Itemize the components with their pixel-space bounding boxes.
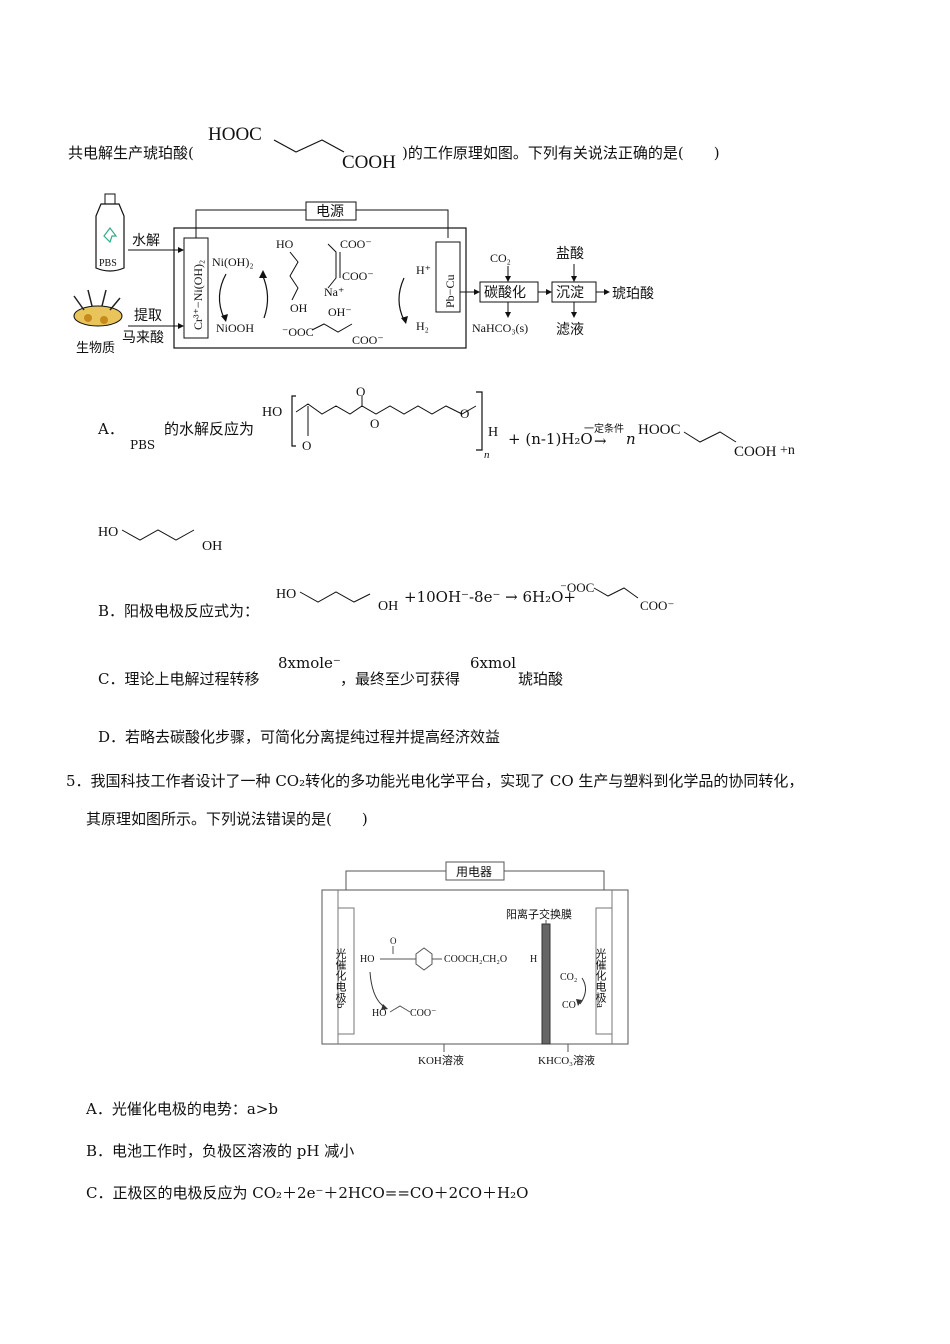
svg-text:COO⁻: COO⁻ (342, 269, 374, 283)
svg-text:n: n (484, 449, 490, 460)
svg-text:HO: HO (262, 405, 282, 420)
option-d: D．若略去碳酸化步骤，可简化分离提纯过程并提高经济效益 (98, 728, 501, 746)
svg-text:Ni(OH)₂: Ni(OH)₂ (212, 255, 254, 269)
svg-text:COOH: COOH (734, 444, 777, 460)
option-c-end: 琥珀酸 (518, 670, 564, 688)
svg-text:⁻OOC: ⁻OOC (282, 325, 314, 339)
svg-text:O: O (390, 936, 397, 946)
svg-text:阳离子交换膜: 阳离子交换膜 (506, 907, 572, 921)
svg-text:COO⁻: COO⁻ (410, 1008, 436, 1019)
q5-option-a: A．光催化电极的电势：a>b (86, 1100, 278, 1118)
option-a-label: A． (98, 420, 124, 438)
svg-text:O: O (302, 438, 311, 453)
svg-text:CO₂: CO₂ (490, 251, 511, 265)
svg-text:HO: HO (98, 525, 118, 540)
option-c-amount-electrons: 8xmole⁻ (278, 654, 341, 672)
svg-text:COOCH₂CH₂O: COOCH₂CH₂O (444, 954, 507, 965)
svg-text:OH: OH (378, 599, 398, 614)
svg-text:COO⁻: COO⁻ (340, 237, 372, 251)
option-a-butanediol: HO OH (98, 525, 222, 554)
svg-text:HO: HO (276, 237, 294, 251)
svg-text:沉淀: 沉淀 (556, 285, 584, 301)
svg-text:NiOOH: NiOOH (216, 321, 254, 335)
option-a-arrow: → (594, 432, 607, 450)
svg-text:O: O (370, 416, 379, 431)
svg-text:Pb−Cu: Pb−Cu (443, 275, 457, 308)
svg-text:OH⁻: OH⁻ (328, 305, 352, 319)
svg-text:用电器: 用电器 (456, 865, 492, 879)
svg-text:CO: CO (562, 1000, 576, 1011)
svg-text:CO₂: CO₂ (560, 972, 577, 983)
svg-text:HO: HO (360, 954, 374, 965)
svg-text:COOH: COOH (342, 152, 396, 173)
option-a-text: 的水解反应为 (164, 420, 255, 438)
svg-text:滤液: 滤液 (556, 322, 584, 338)
pbs-bottle-icon: PBS (95, 193, 125, 272)
svg-text:COO⁻: COO⁻ (352, 333, 384, 347)
option-a-water: + (n-1)H₂O (508, 430, 593, 448)
svg-text:琥珀酸: 琥珀酸 (612, 286, 654, 302)
svg-text:HO: HO (372, 1008, 386, 1019)
svg-text:H: H (488, 425, 498, 440)
option-b-succinate: ⁻OOC COO⁻ (560, 580, 674, 613)
svg-text:KOH溶液: KOH溶液 (418, 1053, 464, 1067)
svg-text:O: O (460, 406, 469, 421)
q5-option-c: C．正极区的电极反应为 CO₂＋2e⁻＋2HCO==CO＋2CO＋H₂O (86, 1184, 529, 1202)
svg-text:COO⁻: COO⁻ (640, 598, 674, 613)
svg-text:生物质: 生物质 (76, 340, 115, 355)
svg-text:电源: 电源 (316, 204, 344, 220)
svg-text:马来酸: 马来酸 (122, 330, 164, 346)
svg-text:HOOC: HOOC (638, 422, 681, 438)
q5-line2: 其原理如图所示。下列说法错误的是( ) (86, 810, 368, 828)
photoelectrochem-diagram: 用电器 阳离子交换膜 光催化电极b 光催化电极a HO O COOCH₂CH₂O… (321, 861, 629, 1067)
svg-text:HOOC: HOOC (208, 124, 262, 145)
svg-text:⁻OOC: ⁻OOC (560, 580, 594, 595)
svg-text:OH: OH (202, 539, 222, 554)
intro-prefix: 共电解生产琥珀酸( (68, 144, 194, 162)
svg-text:H₂: H₂ (416, 319, 429, 333)
svg-text:H: H (530, 954, 537, 965)
electrolysis-diagram: PBS 生物质 水解 提取 马来酸 电源 Cr³⁺−Ni(OH)₂ Pb−Cu … (73, 193, 654, 355)
option-c-label: C．理论上电解过程转移 (98, 670, 260, 688)
q5-line1: 5．我国科技工作者设计了一种 CO₂转化的多功能光电化学平台，实现了 CO 生产… (66, 772, 804, 790)
option-b-butanediol: HO OH (276, 587, 398, 614)
svg-text:NaHCO₃(s): NaHCO₃(s) (472, 321, 528, 335)
option-a-condition: 一定条件 (584, 424, 624, 435)
svg-text:光催化电极a: 光催化电极a (594, 947, 607, 1008)
option-c-mid: ，最终至少可获得 (340, 670, 461, 688)
svg-text:Na⁺: Na⁺ (324, 285, 344, 299)
svg-text:光催化电极b: 光催化电极b (334, 947, 347, 1009)
biomass-icon: 生物质 (73, 289, 123, 355)
intro-suffix: )的工作原理如图。下列有关说法正确的是( ) (402, 144, 720, 162)
option-a-coef: n (626, 430, 636, 448)
svg-text:提取: 提取 (134, 308, 162, 324)
option-b-equation: +10OH⁻-8e⁻ → 6H₂O+ (404, 588, 576, 606)
svg-text:水解: 水解 (132, 233, 160, 249)
succinic-acid-structure: HOOC COOH (208, 124, 396, 173)
option-a-pbs: PBS (130, 438, 156, 452)
pbs-polymer-structure: HO O O O O H n (262, 384, 498, 460)
svg-text:OH: OH (290, 301, 308, 315)
svg-text:碳酸化: 碳酸化 (484, 285, 526, 301)
q5-option-b: B．电池工作时，负极区溶液的 pH 减小 (86, 1142, 355, 1160)
option-a-succinic-acid: HOOC COOH +n (638, 422, 795, 460)
option-c-amount-acid: 6xmol (470, 654, 517, 672)
svg-text:盐酸: 盐酸 (556, 246, 584, 262)
svg-text:PBS: PBS (99, 258, 117, 269)
option-b-label: B．阳极电极反应式为： (98, 602, 260, 620)
svg-text:HO: HO (276, 587, 296, 602)
svg-text:KHCO₃溶液: KHCO₃溶液 (538, 1053, 595, 1067)
svg-text:O: O (356, 384, 365, 399)
svg-text:H⁺: H⁺ (416, 263, 431, 277)
svg-text:+n: +n (780, 443, 795, 458)
svg-text:Cr³⁺−Ni(OH)₂: Cr³⁺−Ni(OH)₂ (191, 260, 205, 330)
